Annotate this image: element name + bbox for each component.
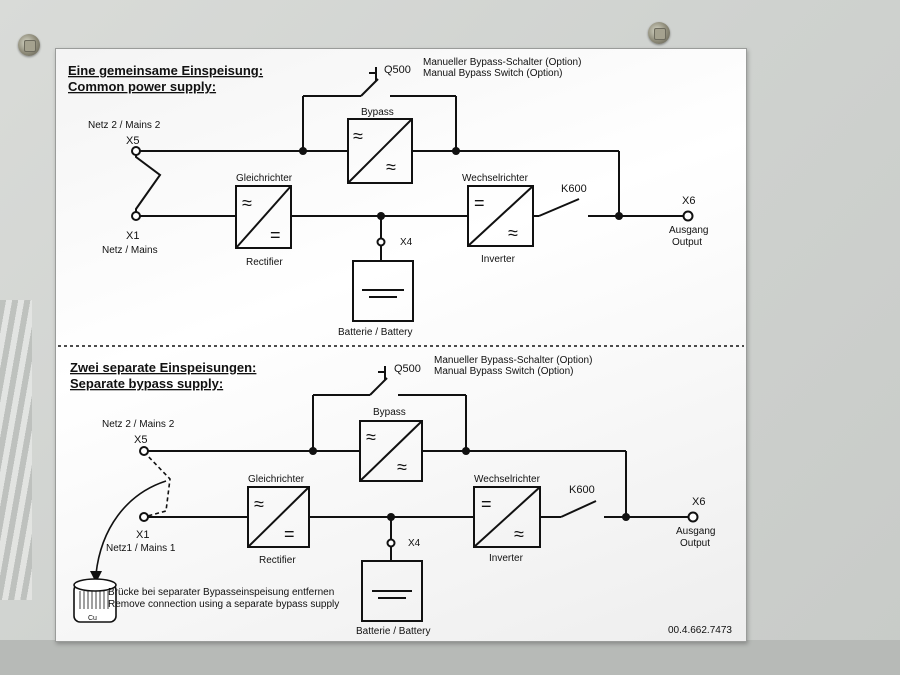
top-inverter-en: Inverter: [481, 254, 516, 265]
bottom-switch-desc-de: Manueller Bypass-Schalter (Option): [434, 355, 592, 366]
cu-label: Cu: [88, 615, 97, 622]
top-x6: X6: [682, 195, 695, 207]
bottom-mains2-label: Netz 2 / Mains 2: [102, 419, 175, 430]
top-switch-id: Q500: [384, 64, 411, 76]
bottom-section-wiring: [95, 366, 689, 622]
arrow-head-icon: [90, 571, 102, 583]
top-rectifier-dc: =: [270, 225, 281, 245]
top-section-wiring: [135, 67, 684, 322]
bottom-output-en: Output: [680, 538, 710, 549]
top-heading-de: Eine gemeinsame Einspeisung:: [68, 63, 263, 78]
cable-bundle: [0, 300, 32, 600]
top-x5: X5: [126, 135, 139, 147]
top-bypass-label: Bypass: [361, 107, 394, 118]
cabinet-floor: [0, 640, 900, 675]
bottom-x1: X1: [136, 529, 149, 541]
bottom-bypass-label: Bypass: [373, 407, 406, 418]
top-switch-desc-de: Manueller Bypass-Schalter (Option): [423, 57, 581, 68]
top-bypass-ac-out: ≈: [386, 157, 396, 177]
top-mains2-label: Netz 2 / Mains 2: [88, 120, 161, 131]
bottom-inverter-de: Wechselrichter: [474, 474, 541, 485]
junction-dots: [299, 147, 630, 521]
bottom-switch-id: Q500: [394, 363, 421, 375]
bottom-rectifier-en: Rectifier: [259, 555, 296, 566]
copper-bridge-icon: [73, 578, 117, 623]
top-rectifier-ac: ≈: [242, 193, 252, 213]
bottom-battery-label: Batterie / Battery: [356, 626, 430, 637]
bottom-inverter-en: Inverter: [489, 553, 524, 564]
wiring-diagram: Eine gemeinsame Einspeisung: Common powe…: [58, 57, 744, 637]
bottom-inverter-dc: =: [481, 494, 492, 514]
top-switch-desc-en: Manual Bypass Switch (Option): [423, 68, 563, 79]
top-inverter-de: Wechselrichter: [462, 173, 529, 184]
bottom-x5: X5: [134, 434, 147, 446]
top-x4: X4: [400, 237, 413, 248]
top-output-en: Output: [672, 237, 702, 248]
bottom-rectifier-de: Gleichrichter: [248, 474, 305, 485]
top-battery-label: Batterie / Battery: [338, 327, 412, 338]
bottom-rectifier-ac: ≈: [254, 494, 264, 514]
ups-wiring-diagram-plate: Eine gemeinsame Einspeisung: Common powe…: [55, 48, 747, 642]
mounting-bolt-right-icon: [648, 22, 670, 44]
bottom-heading-en: Separate bypass supply:: [70, 376, 223, 391]
bottom-note-en: Remove connection using a separate bypas…: [108, 599, 339, 610]
top-rectifier-en: Rectifier: [246, 257, 283, 268]
top-inverter-dc: =: [474, 193, 485, 213]
bottom-output-de: Ausgang: [676, 526, 715, 537]
mounting-bolt-left-icon: [18, 34, 40, 56]
bottom-switch-desc-en: Manual Bypass Switch (Option): [434, 366, 574, 377]
top-heading-en: Common power supply:: [68, 79, 216, 94]
top-x1: X1: [126, 230, 139, 242]
top-inverter-ac: ≈: [508, 223, 518, 243]
bottom-bypass-ac-in: ≈: [366, 427, 376, 447]
part-number: 00.4.662.7473: [668, 625, 732, 636]
bottom-x6: X6: [692, 496, 705, 508]
bottom-bypass-ac-out: ≈: [397, 457, 407, 477]
top-output-de: Ausgang: [669, 225, 708, 236]
bottom-mains-label: Netz1 / Mains 1: [106, 543, 176, 554]
bottom-rectifier-dc: =: [284, 524, 295, 544]
top-rectifier-de: Gleichrichter: [236, 173, 293, 184]
terminals: [131, 146, 699, 548]
bottom-x4: X4: [408, 538, 421, 549]
bottom-inverter-ac: ≈: [514, 524, 524, 544]
bottom-note-de: Brücke bei separater Bypasseinspeisung e…: [108, 587, 334, 598]
top-k600: K600: [561, 183, 587, 195]
bottom-k600: K600: [569, 484, 595, 496]
top-bypass-ac-in: ≈: [353, 126, 363, 146]
bottom-heading-de: Zwei separate Einspeisungen:: [70, 360, 256, 375]
top-mains-label: Netz / Mains: [102, 245, 158, 256]
